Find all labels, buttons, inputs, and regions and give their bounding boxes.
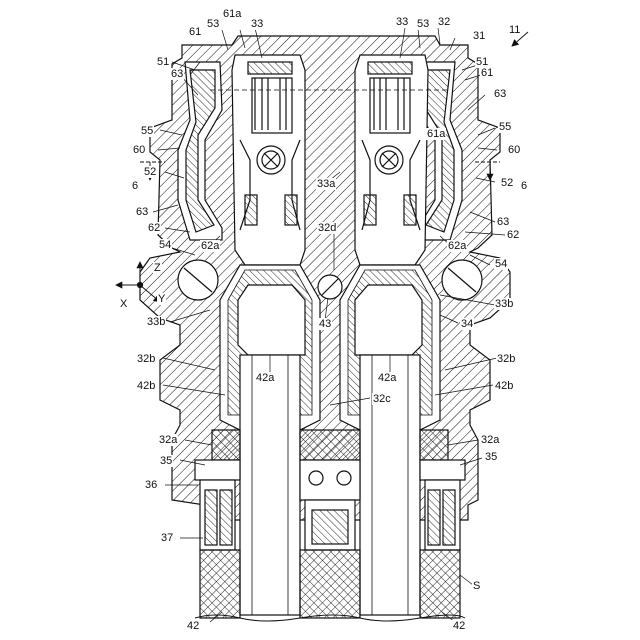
ref-label-32: 32 <box>437 16 451 28</box>
ref-label-62a-right: 62a <box>447 240 467 252</box>
ref-label-60-left: 60 <box>132 144 146 156</box>
ref-label-63-left-bottom: 63 <box>135 206 149 218</box>
ref-label-63-right-bottom: 63 <box>496 216 510 228</box>
ref-label-54-left: 54 <box>158 239 172 251</box>
ref-label-63-left-top: 63 <box>170 68 184 80</box>
ref-label-s: S <box>472 580 481 592</box>
ref-label-42a-right: 42a <box>377 372 397 384</box>
ref-label-51-left: 51 <box>156 56 170 68</box>
ref-label-61a-top: 61a <box>222 8 242 20</box>
ref-label-61-left: 61 <box>188 26 202 38</box>
ref-label-32d: 32d <box>317 222 337 234</box>
ref-label-6-left: 6 <box>131 180 139 192</box>
ref-label-35-right: 35 <box>484 451 498 463</box>
ref-label-62-left: 62 <box>147 222 161 234</box>
ref-label-61a-right: 61a <box>426 128 446 140</box>
ref-label-37: 37 <box>160 532 174 544</box>
ref-label-31: 31 <box>472 30 486 42</box>
ref-label-11: 11 <box>508 24 521 36</box>
ref-label-33b-right: 33b <box>494 298 514 310</box>
ref-label-32b-left: 32b <box>136 353 156 365</box>
ref-label-35-left: 35 <box>159 455 173 467</box>
axis-label-y: Y <box>157 293 166 305</box>
ref-label-52-left: 52 <box>143 166 157 178</box>
ref-label-55-left: 55 <box>140 125 154 137</box>
ref-label-32a-left: 32a <box>158 434 178 446</box>
ref-label-62-right: 62 <box>506 229 520 241</box>
ref-label-53-right: 53 <box>416 18 430 30</box>
ref-label-61-right: 61 <box>480 67 494 79</box>
ref-label-63-right-top: 63 <box>493 88 507 100</box>
ref-label-33a: 33a <box>316 178 336 190</box>
ref-label-43: 43 <box>318 318 332 330</box>
ref-label-34: 34 <box>460 318 474 330</box>
ref-label-33-right: 33 <box>395 16 409 28</box>
ref-label-60-right: 60 <box>507 144 521 156</box>
ref-label-33b-left: 33b <box>146 316 166 328</box>
ref-label-32c: 32c <box>372 393 392 405</box>
ref-label-52-right: 52 <box>500 177 514 189</box>
ref-label-42-right: 42 <box>452 620 466 632</box>
ref-label-55-right: 55 <box>498 121 512 133</box>
ref-label-36: 36 <box>144 479 158 491</box>
ref-label-32b-right: 32b <box>496 353 516 365</box>
ref-label-53-left: 53 <box>206 18 220 30</box>
ref-label-42a-left: 42a <box>255 372 275 384</box>
ref-label-6-right: 6 <box>520 180 528 192</box>
ref-label-54-right: 54 <box>494 258 508 270</box>
axis-label-x: X <box>119 298 128 310</box>
ref-label-62a-left: 62a <box>200 240 220 252</box>
ref-label-42-left: 42 <box>186 620 200 632</box>
ref-label-42b-right: 42b <box>494 380 514 392</box>
ref-label-33-left: 33 <box>250 18 264 30</box>
ref-label-42b-left: 42b <box>136 380 156 392</box>
ref-label-32a-right: 32a <box>480 434 500 446</box>
axis-label-z: Z <box>153 262 162 274</box>
